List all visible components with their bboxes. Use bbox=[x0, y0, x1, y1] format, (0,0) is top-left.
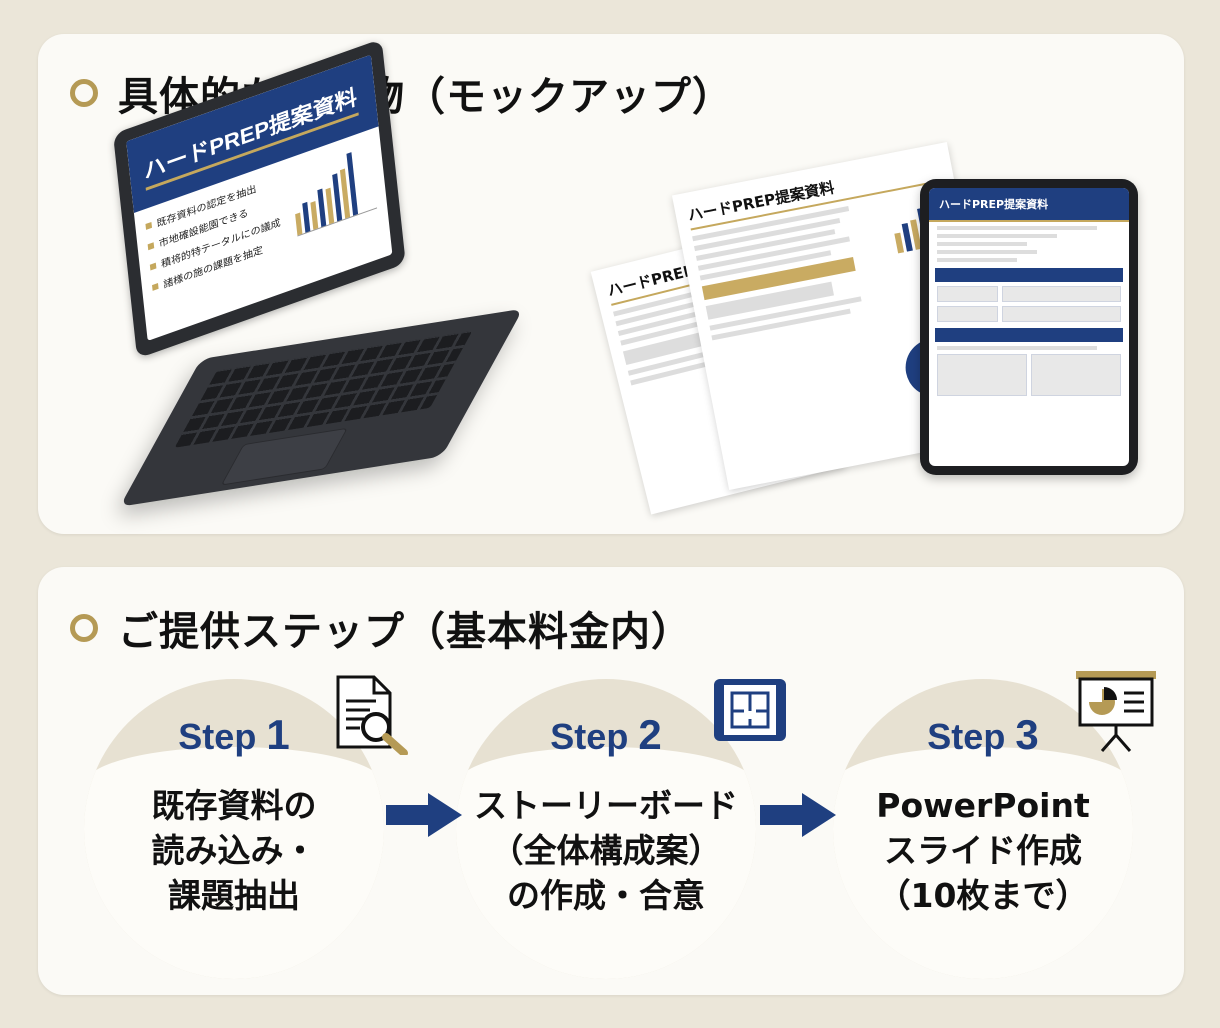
deliverables-panel: 具体的な納品物（モックアップ） ハードPREP提案資料 既存資料の認定を抽出 市… bbox=[38, 34, 1184, 534]
blueprint-icon bbox=[714, 679, 786, 741]
steps-heading: ご提供ステップ（基本料金内） bbox=[70, 599, 692, 657]
arrow-right-icon bbox=[760, 793, 836, 837]
arrow-right-icon bbox=[386, 793, 462, 837]
step-2-label: Step 2 bbox=[550, 711, 662, 758]
tablet-section-bar bbox=[935, 268, 1123, 282]
laptop-bar-chart bbox=[290, 139, 378, 237]
circle-bullet-icon bbox=[70, 614, 98, 642]
steps-panel: ご提供ステップ（基本料金内） Step 1 既存資料の 読み込み・ 課題抽出 S… bbox=[38, 567, 1184, 995]
steps-title: ご提供ステップ（基本料金内） bbox=[118, 609, 692, 655]
circle-bullet-icon bbox=[70, 79, 98, 107]
tablet-slide: ハードPREP提案資料 bbox=[929, 188, 1129, 466]
document-search-icon bbox=[336, 675, 408, 755]
step-1-circle: Step 1 既存資料の 読み込み・ 課題抽出 bbox=[84, 679, 384, 979]
step-2-circle: Step 2 ストーリーボード （全体構成案） の作成・合意 bbox=[456, 679, 756, 979]
laptop-mockup: ハードPREP提案資料 既存資料の認定を抽出 市地確設能園できる 積将的特テータ… bbox=[113, 38, 524, 507]
step-2-text: ストーリーボード （全体構成案） の作成・合意 bbox=[474, 786, 738, 915]
tablet-slide-title: ハードPREP提案資料 bbox=[929, 188, 1129, 222]
tablet-section-bar bbox=[935, 328, 1123, 342]
presentation-board-icon bbox=[1076, 671, 1156, 752]
step-3-text: PowerPoint スライド作成 （10枚まで） bbox=[876, 786, 1090, 915]
step-1-text: 既存資料の 読み込み・ 課題抽出 bbox=[151, 786, 317, 915]
step-1-label: Step 1 bbox=[178, 711, 290, 758]
step-3-circle: Step 3 PowerPoint スライド作成 （10枚まで） bbox=[833, 679, 1133, 979]
step-3-label: Step 3 bbox=[927, 711, 1039, 758]
tablet-mockup: ハードPREP提案資料 bbox=[920, 179, 1138, 475]
keyboard bbox=[174, 330, 473, 448]
